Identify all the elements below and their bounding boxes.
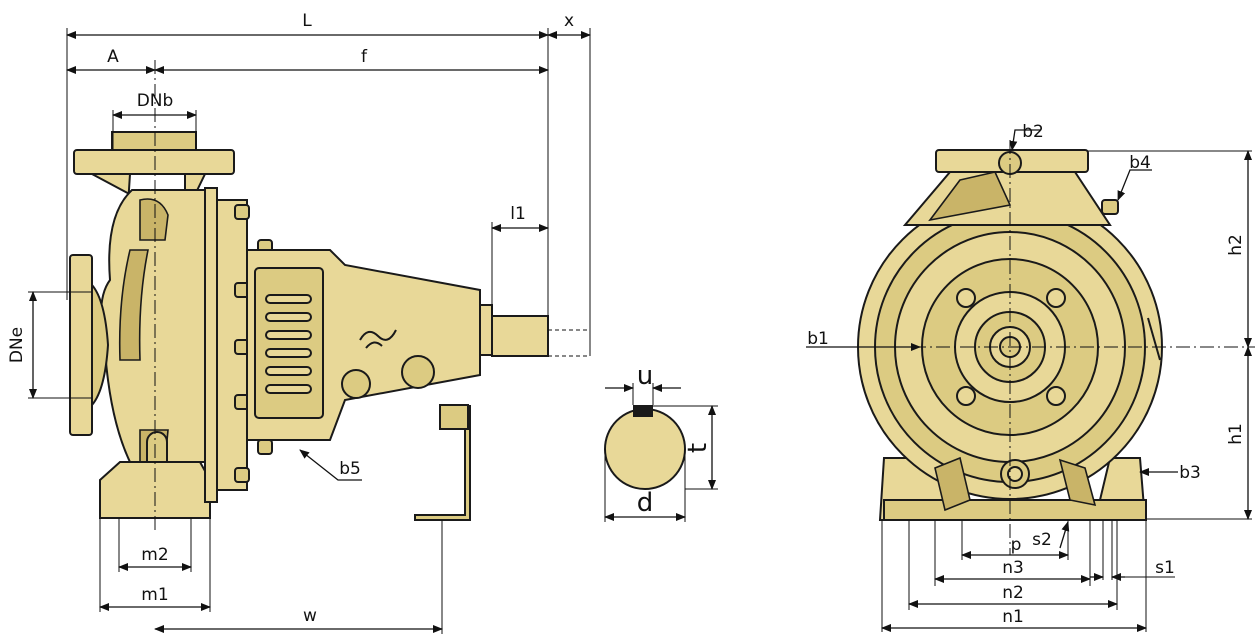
label-DNb: DNb: [137, 91, 174, 111]
leader-s2: [1059, 521, 1070, 549]
label-b5: b5: [339, 459, 361, 479]
label-s1: s1: [1155, 558, 1175, 578]
side-view-pump-body: [69, 131, 549, 521]
rotation-arrow-icon: [1147, 317, 1161, 361]
label-t: t: [683, 443, 713, 453]
shaft-key: [633, 405, 653, 417]
label-d: d: [637, 488, 654, 518]
leader-b4: [1117, 169, 1152, 201]
label-b4: b4: [1129, 153, 1151, 173]
label-m2: m2: [141, 545, 168, 565]
front-view: b2 b4 h2 b1 h1 b3 p s2 n3 s1 n2 n1: [806, 122, 1255, 632]
bracket-slots: [265, 294, 312, 394]
label-h1: h1: [1226, 423, 1246, 445]
label-m1: m1: [141, 585, 168, 605]
label-l1: l1: [510, 204, 526, 224]
label-b3: b3: [1179, 463, 1201, 483]
label-p: p: [1011, 535, 1022, 555]
side-view: L x A f DNb l1 DNe b5 m2 m1 w: [7, 11, 591, 634]
label-h2: h2: [1226, 234, 1246, 256]
label-n1: n1: [1002, 607, 1024, 627]
leader-b2: [1009, 129, 1040, 151]
manufacturer-logo-icon: [359, 329, 397, 349]
label-x: x: [564, 11, 574, 31]
leader-b5: [299, 449, 362, 481]
label-A: A: [107, 47, 119, 67]
label-u: u: [637, 361, 653, 391]
label-DNe: DNe: [7, 327, 27, 363]
shaft-section-view: u t d: [604, 361, 718, 522]
label-w: w: [303, 606, 317, 626]
label-f: f: [361, 47, 368, 67]
label-L: L: [302, 11, 312, 31]
label-n3: n3: [1002, 558, 1024, 578]
label-n2: n2: [1002, 583, 1024, 603]
label-b1: b1: [807, 329, 829, 349]
label-b2: b2: [1022, 122, 1044, 142]
label-s2: s2: [1032, 530, 1052, 550]
shaft-circle: [604, 408, 686, 490]
